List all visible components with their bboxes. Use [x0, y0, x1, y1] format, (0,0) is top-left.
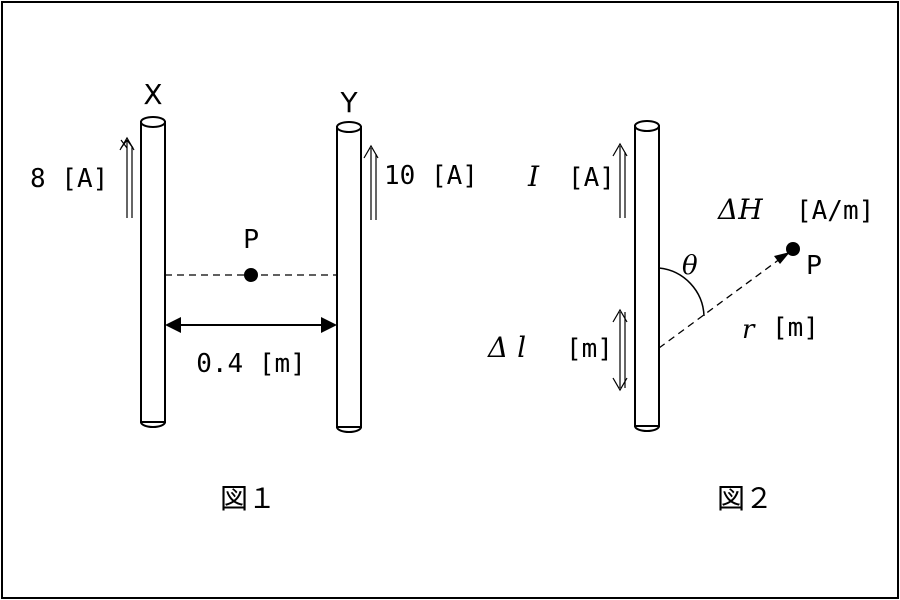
- theta-label: θ: [682, 251, 698, 281]
- wire-x: [140, 116, 166, 428]
- r-unit: [m]: [772, 313, 819, 343]
- figure-1: X Y 8 [A] 10 [A] P 0.4 [m] 図１: [30, 78, 478, 515]
- point-p-fig1: [244, 268, 258, 282]
- figure-2: I [A] Δ l [m] P θ r [m] ΔH [A/m] 図２: [487, 120, 874, 515]
- current-x-value: 8 [A]: [30, 164, 108, 194]
- wire-y-label: Y: [339, 86, 358, 119]
- current-arrow-y: [363, 144, 379, 220]
- dH-symbol: ΔH: [717, 193, 763, 226]
- distance-label: 0.4 [m]: [196, 349, 306, 379]
- current-y-value: 10 [A]: [384, 161, 478, 191]
- wire-x-label: X: [143, 78, 162, 111]
- dl-marker: [612, 308, 628, 392]
- dH-unit: [A/m]: [796, 196, 874, 226]
- r-symbol: r: [742, 315, 756, 345]
- r-arrow-head: [774, 252, 790, 264]
- point-p-fig2: [786, 242, 800, 256]
- dl-symbol: Δ l: [487, 331, 526, 364]
- current-arrow-fig2: [612, 142, 628, 218]
- current-symbol-fig2: I: [527, 160, 540, 193]
- wire-y: [336, 121, 362, 433]
- dl-unit: [m]: [566, 334, 613, 364]
- theta-arc: [658, 267, 705, 317]
- point-p-label-fig2: P: [806, 251, 822, 281]
- figure-1-caption: 図１: [220, 482, 276, 515]
- figure-2-caption: 図２: [717, 482, 773, 515]
- r-dashed-arrow: [658, 252, 789, 349]
- current-unit-fig2: [A]: [568, 163, 615, 193]
- point-p-label-fig1: P: [243, 225, 259, 255]
- current-arrow-x: [119, 136, 135, 218]
- wire-fig2: [634, 120, 660, 432]
